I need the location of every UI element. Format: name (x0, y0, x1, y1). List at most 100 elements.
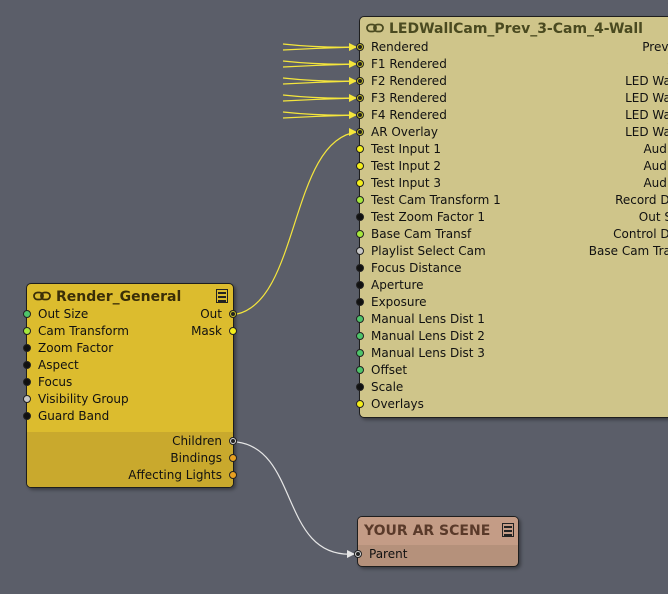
scene-node-title-bar (358, 517, 518, 545)
port-label: Audio 1 (643, 142, 668, 156)
output-port[interactable]: LED Wall 1 (625, 73, 668, 90)
wire-to-rendered-b (282, 46, 358, 51)
output-port[interactable]: LED Wall 2 (625, 90, 668, 107)
render-node-lower-section (27, 432, 233, 487)
output-port[interactable]: Base Cam Transf (589, 243, 668, 260)
output-port[interactable]: Affecting Lights (128, 467, 237, 484)
output-port[interactable]: Audio 1 (643, 141, 668, 158)
port-label: Manual Lens Dist 3 (371, 346, 485, 360)
port-connector-icon[interactable] (356, 247, 364, 255)
port-connector-icon[interactable] (356, 94, 364, 102)
input-port[interactable]: Test Input 1 (356, 141, 441, 158)
port-connector-icon[interactable] (354, 550, 362, 558)
output-port[interactable]: Record Data (615, 192, 668, 209)
input-port[interactable]: Focus (23, 374, 72, 391)
output-port[interactable]: Audio 2 (643, 158, 668, 175)
port-connector-icon[interactable] (356, 281, 364, 289)
port-connector-icon[interactable] (356, 264, 364, 272)
port-label: LED Wall 2 (625, 91, 668, 105)
output-port[interactable]: Out (200, 306, 237, 323)
output-port[interactable]: Children (172, 433, 237, 450)
scene-node-menu-icon[interactable] (502, 523, 514, 537)
port-connector-icon[interactable] (356, 145, 364, 153)
input-port[interactable]: Offset (356, 362, 407, 379)
port-connector-icon[interactable] (229, 437, 237, 445)
output-port[interactable]: LED Wall 4 (625, 124, 668, 141)
input-port[interactable]: Test Cam Transform 1 (356, 192, 501, 209)
port-connector-icon[interactable] (356, 179, 364, 187)
port-connector-icon[interactable] (356, 349, 364, 357)
input-port[interactable]: Aspect (23, 357, 79, 374)
port-connector-icon[interactable] (356, 111, 364, 119)
wire-to-f1-rendered (282, 60, 358, 65)
port-connector-icon[interactable] (356, 196, 364, 204)
wire-to-f2-rendered-b (282, 80, 358, 85)
input-port[interactable]: Visibility Group (23, 391, 129, 408)
input-port[interactable]: F2 Rendered (356, 73, 447, 90)
port-connector-icon[interactable] (23, 395, 31, 403)
input-port[interactable]: Base Cam Transf (356, 226, 471, 243)
input-port[interactable]: F4 Rendered (356, 107, 447, 124)
port-label: Manual Lens Dist 2 (371, 329, 485, 343)
output-port[interactable]: Mask (191, 323, 237, 340)
input-port[interactable]: F3 Rendered (356, 90, 447, 107)
output-port[interactable]: Control Data (613, 226, 668, 243)
port-connector-icon[interactable] (23, 344, 31, 352)
input-port[interactable]: Zoom Factor (23, 340, 113, 357)
port-label: LED Wall 1 (625, 74, 668, 88)
ar-scene-node[interactable]: YOUR AR SCENE Parent (354, 516, 519, 567)
input-port[interactable]: Cam Transform (23, 323, 129, 340)
input-port[interactable]: F1 Rendered (356, 56, 447, 73)
output-port[interactable]: Bindings (170, 450, 237, 467)
port-label: F4 Rendered (371, 108, 447, 122)
port-connector-icon[interactable] (229, 471, 237, 479)
port-connector-icon[interactable] (23, 310, 31, 318)
port-connector-icon[interactable] (23, 378, 31, 386)
input-port[interactable]: Manual Lens Dist 2 (356, 328, 485, 345)
input-port[interactable]: Playlist Select Cam (356, 243, 486, 260)
input-port[interactable]: Test Input 2 (356, 158, 441, 175)
input-port[interactable]: Scale (356, 379, 403, 396)
port-connector-icon[interactable] (23, 327, 31, 335)
wire-render-out-to-ar-overlay (236, 131, 358, 315)
port-connector-icon[interactable] (23, 361, 31, 369)
input-port[interactable]: Rendered (356, 39, 428, 56)
port-label: Out (200, 307, 222, 321)
input-port[interactable]: Test Input 3 (356, 175, 441, 192)
port-connector-icon[interactable] (356, 43, 364, 51)
input-port[interactable]: Focus Distance (356, 260, 462, 277)
port-connector-icon[interactable] (356, 128, 364, 136)
port-connector-icon[interactable] (356, 60, 364, 68)
port-connector-icon[interactable] (356, 230, 364, 238)
output-port[interactable]: LED Wall 3 (625, 107, 668, 124)
port-connector-icon[interactable] (229, 310, 237, 318)
port-connector-icon[interactable] (356, 383, 364, 391)
output-port[interactable]: Out Size (639, 209, 668, 226)
input-port[interactable]: Test Zoom Factor 1 (356, 209, 485, 226)
port-connector-icon[interactable] (356, 366, 364, 374)
output-port[interactable]: Preview (642, 39, 668, 56)
port-connector-icon[interactable] (229, 454, 237, 462)
port-connector-icon[interactable] (356, 213, 364, 221)
input-port[interactable]: Overlays (356, 396, 424, 413)
input-port[interactable]: Parent (354, 546, 407, 563)
input-port[interactable]: Manual Lens Dist 3 (356, 345, 485, 362)
output-port[interactable]: Audio 3 (643, 175, 668, 192)
input-port[interactable]: AR Overlay (356, 124, 438, 141)
input-port[interactable]: Guard Band (23, 408, 109, 425)
port-connector-icon[interactable] (356, 162, 364, 170)
port-connector-icon[interactable] (356, 400, 364, 408)
port-connector-icon[interactable] (356, 315, 364, 323)
port-connector-icon[interactable] (229, 327, 237, 335)
port-connector-icon[interactable] (356, 298, 364, 306)
input-port[interactable]: Exposure (356, 294, 427, 311)
render-node-menu-icon[interactable] (216, 289, 228, 303)
input-port[interactable]: Out Size (23, 306, 88, 323)
input-port[interactable]: Aperture (356, 277, 424, 294)
port-connector-icon[interactable] (356, 332, 364, 340)
input-port[interactable]: Manual Lens Dist 1 (356, 311, 485, 328)
port-connector-icon[interactable] (23, 412, 31, 420)
port-connector-icon[interactable] (356, 77, 364, 85)
